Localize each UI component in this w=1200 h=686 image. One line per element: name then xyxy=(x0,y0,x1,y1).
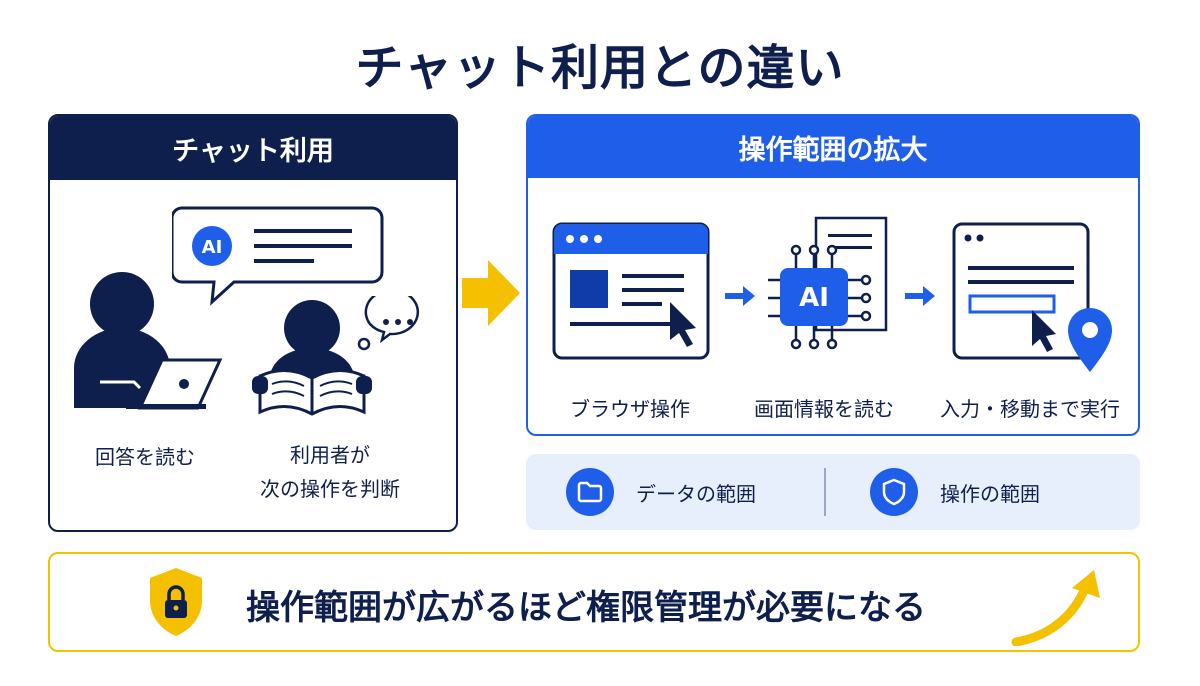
person-reading-book-icon xyxy=(252,296,420,416)
scope-divider xyxy=(824,468,826,516)
step-label-execute: 入力・移動まで実行 xyxy=(940,397,1120,421)
caption-user-line1: 利用者が xyxy=(290,443,370,467)
step-arrow-icon xyxy=(725,286,755,306)
page-title: チャット利用との違い xyxy=(355,40,845,96)
key-message-text: 操作範囲が広がるほど権限管理が必要になる xyxy=(246,588,926,628)
operation-scope-label: 操作の範囲 xyxy=(940,481,1040,506)
caption-read-answer: 回答を読む xyxy=(95,445,195,469)
caption-user-decides: 利用者が 次の操作を判断 xyxy=(240,438,420,506)
step-arrow-icon xyxy=(905,286,935,306)
chat-usage-header: チャット利用 xyxy=(50,116,456,180)
person-with-laptop-icon xyxy=(74,272,223,410)
chip-ai-label: AI xyxy=(799,283,829,313)
rising-arrow-icon xyxy=(1011,570,1100,646)
form-window-with-pin-icon xyxy=(952,222,1112,372)
browser-window-icon xyxy=(552,222,710,360)
folder-icon xyxy=(566,468,614,516)
arrow-right-icon xyxy=(462,260,520,326)
ai-speech-bubble-icon: AI xyxy=(172,206,384,306)
ai-chip-icon: AI xyxy=(768,216,888,350)
caption-user-line2: 次の操作を判断 xyxy=(260,477,400,501)
data-scope-label: データの範囲 xyxy=(636,481,756,506)
bubble-ai-badge: AI xyxy=(202,237,223,258)
key-message-bar: 操作範囲が広がるほど権限管理が必要になる xyxy=(48,552,1140,652)
step-label-read-screen: 画面情報を読む xyxy=(754,397,894,421)
scope-bar: データの範囲 操作の範囲 xyxy=(526,454,1140,530)
step-label-browser: ブラウザ操作 xyxy=(570,397,690,421)
operation-scope-header: 操作範囲の拡大 xyxy=(528,116,1138,178)
shield-icon xyxy=(870,468,918,516)
lock-shield-icon xyxy=(150,568,202,636)
operation-scope-item: 操作の範囲 xyxy=(870,468,1040,516)
data-scope-item: データの範囲 xyxy=(566,468,756,516)
